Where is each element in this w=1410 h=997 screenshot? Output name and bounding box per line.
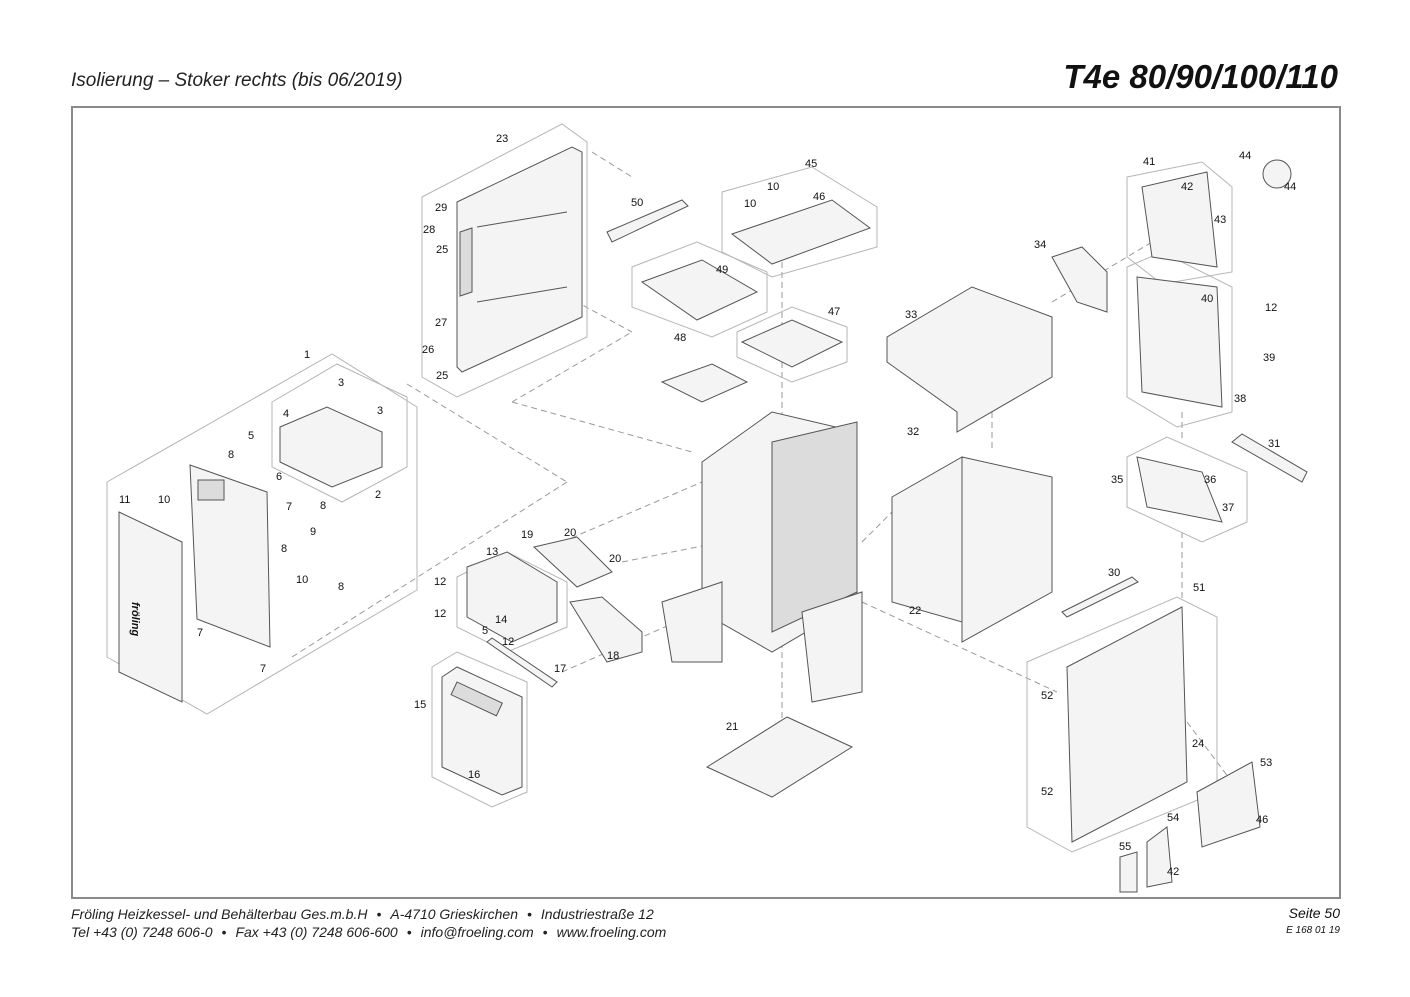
part-label: 44 — [1284, 181, 1296, 193]
part-label: 4 — [283, 408, 289, 420]
part-label: 20 — [564, 527, 576, 539]
group-outlines — [106, 123, 1248, 853]
website-link[interactable]: www.froeling.com — [556, 924, 667, 940]
part-label: 10 — [158, 494, 170, 506]
part-label: 17 — [554, 663, 566, 675]
part-label: 24 — [1192, 738, 1204, 750]
part-label: 53 — [1260, 757, 1272, 769]
part-label: 27 — [435, 317, 447, 329]
part-label: 25 — [436, 370, 448, 382]
part-label: 25 — [436, 244, 448, 256]
exploded-diagram-frame: fröling 1 2 3 3 4 5 5 6 7 7 7 8 8 8 8 9 … — [71, 106, 1341, 899]
part-label: 2 — [375, 489, 381, 501]
part-label: 14 — [495, 614, 507, 626]
footer-contact: Fröling Heizkessel- und Behälterbau Ges.… — [71, 905, 666, 941]
part-label: 16 — [468, 769, 480, 781]
part-label: 40 — [1201, 293, 1213, 305]
part-label: 8 — [228, 449, 234, 461]
brand-mark: fröling — [129, 602, 141, 636]
part-label: 38 — [1234, 393, 1246, 405]
part-label: 51 — [1193, 582, 1205, 594]
part-label: 21 — [726, 721, 738, 733]
part-label: 23 — [496, 133, 508, 145]
part-label: 34 — [1034, 239, 1046, 251]
part-label: 45 — [805, 158, 817, 170]
part-label: 19 — [521, 529, 533, 541]
phone-number: Tel +43 (0) 7248 606-0 — [71, 924, 213, 940]
part-label: 22 — [909, 605, 921, 617]
part-label: 12 — [434, 576, 446, 588]
separator: • — [406, 924, 412, 940]
separator: • — [376, 906, 382, 922]
part-label: 33 — [905, 309, 917, 321]
part-label: 8 — [320, 500, 326, 512]
part-label: 46 — [813, 191, 825, 203]
part-label: 26 — [422, 344, 434, 356]
part-label: 52 — [1041, 690, 1053, 702]
part-label: 50 — [631, 197, 643, 209]
part-label: 44 — [1239, 150, 1251, 162]
separator: • — [542, 924, 548, 940]
part-label: 42 — [1181, 181, 1193, 193]
part-label: 39 — [1263, 352, 1275, 364]
part-label: 12 — [434, 608, 446, 620]
company-street: Industriestraße 12 — [540, 906, 654, 922]
part-label: 1 — [304, 349, 310, 361]
part-label: 7 — [197, 627, 203, 639]
part-label: 28 — [423, 224, 435, 236]
part-label: 10 — [744, 198, 756, 210]
part-label: 52 — [1041, 786, 1053, 798]
part-label: 30 — [1108, 567, 1120, 579]
part-label: 37 — [1222, 502, 1234, 514]
part-label: 43 — [1214, 214, 1226, 226]
part-label: 10 — [296, 574, 308, 586]
exploded-parts-diagram: fröling 1 2 3 3 4 5 5 6 7 7 7 8 8 8 8 9 … — [106, 123, 1308, 893]
part-label: 5 — [482, 625, 488, 637]
part-label: 42 — [1167, 866, 1179, 878]
part-label: 31 — [1268, 438, 1280, 450]
part-label: 12 — [502, 636, 514, 648]
part-label: 36 — [1204, 474, 1216, 486]
part-label: 11 — [119, 494, 130, 506]
part-label: 55 — [1119, 841, 1131, 853]
document-number: E 168 01 19 — [1286, 925, 1340, 936]
page-number: Seite 50 — [1288, 905, 1340, 921]
separator: • — [221, 924, 227, 940]
part-label: 9 — [310, 526, 316, 538]
part-label: 18 — [607, 650, 619, 662]
company-name: Fröling Heizkessel- und Behälterbau Ges.… — [71, 906, 368, 922]
part-label: 7 — [286, 501, 292, 513]
company-address: A-4710 Grieskirchen — [390, 906, 518, 922]
part-label: 10 — [767, 181, 779, 193]
part-label: 41 — [1143, 156, 1155, 168]
part-label: 54 — [1167, 812, 1179, 824]
part-label: 47 — [828, 306, 840, 318]
footer-line-2: Tel +43 (0) 7248 606-0 • Fax +43 (0) 7248 … — [71, 923, 666, 941]
part-label: 49 — [716, 264, 728, 276]
separator: • — [527, 906, 532, 922]
part-label: 8 — [281, 543, 287, 555]
part-label: 3 — [338, 377, 344, 389]
part-label: 48 — [674, 332, 686, 344]
part-number-labels: 1 2 3 3 4 5 5 6 7 7 7 8 8 8 8 9 10 10 10… — [119, 133, 1296, 878]
part-label: 32 — [907, 426, 919, 438]
part-label: 15 — [414, 699, 426, 711]
fax-number: Fax +43 (0) 7248 606-600 — [235, 924, 398, 940]
part-label: 5 — [248, 430, 254, 442]
part-label: 12 — [1265, 302, 1277, 314]
part-label: 3 — [377, 405, 383, 417]
part-label: 20 — [609, 553, 621, 565]
part-label: 7 — [260, 663, 266, 675]
part-label: 13 — [486, 546, 498, 558]
part-label: 6 — [276, 471, 282, 483]
part-label: 46 — [1256, 814, 1268, 826]
part-label: 29 — [435, 202, 447, 214]
part-label: 8 — [338, 581, 344, 593]
email-link[interactable]: info@froeling.com — [420, 924, 534, 940]
part-label: 35 — [1111, 474, 1123, 486]
model-title: T4e 80/90/100/110 — [1063, 58, 1338, 95]
page-title: Isolierung – Stoker rechts (bis 06/2019) — [71, 70, 403, 91]
part-shapes — [118, 146, 1308, 893]
footer-line-1: Fröling Heizkessel- und Behälterbau Ges.… — [71, 905, 666, 923]
